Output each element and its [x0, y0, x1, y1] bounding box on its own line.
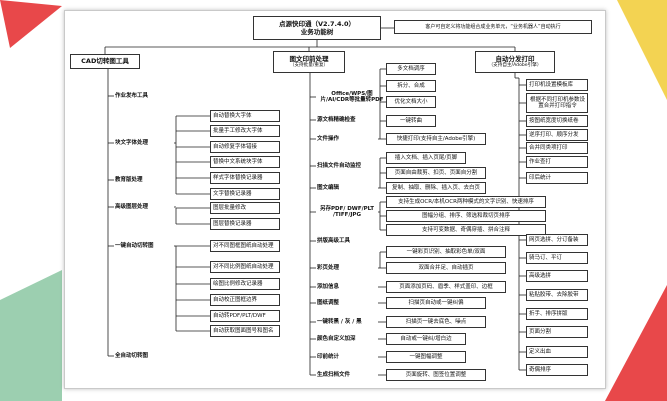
cad-header: CAD切转图工具	[70, 54, 140, 69]
print-group-9: 图纸调整	[317, 299, 340, 306]
print-item: 拆分、合成	[386, 80, 436, 92]
print-group-11: 颜色自定义加深	[317, 335, 356, 342]
auto-subtitle: （支持自主/Adobe引擎）	[488, 63, 542, 69]
cad-item: 图层替换记录器	[210, 218, 280, 230]
print-group-1: 源文档精确检查	[317, 116, 356, 123]
decor-red-top-left	[0, 0, 62, 48]
auto-item: 合并同类项打印	[526, 142, 588, 154]
cad-group-2: 教育版处理	[115, 176, 143, 183]
cad-item: 自动获取图面图号和图名	[210, 325, 280, 337]
print-header: 图文印前处理 （支持批量/重复）	[273, 51, 345, 73]
print-group-2: 文件操作	[317, 135, 340, 142]
print-item: 复制、抽取、删除、插入页、去白页	[386, 182, 486, 194]
print-item: 扫描页一键去底色、噪点	[386, 316, 486, 328]
auto-item: 逆序打印、顺序分发	[526, 129, 588, 141]
print-item: 页面旋转、图签位置调整	[386, 369, 486, 381]
auto-item: 打印机设置模板库	[526, 79, 588, 91]
auto-header: 自动分发打印 （支持自主/Adobe引擎）	[475, 51, 555, 73]
cad-item: 样式字体替换记录器	[210, 172, 280, 184]
print-item: 支持可变数据、奇偶穿插、拼合注释	[386, 224, 546, 236]
print-group-7: 彩页处理	[317, 264, 340, 271]
print-subtitle: （支持批量/重复）	[289, 63, 329, 69]
print-item: 页面自由裁剪、扣页、页面自分割	[386, 167, 486, 179]
auto-item: 印后统计	[526, 172, 588, 184]
print-item: 双面合并足、自动插页	[386, 262, 506, 274]
print-item: 图幅分组、排序、筛选和裁切页排序	[386, 210, 546, 222]
cad-group-5: 全自动切转图	[115, 352, 149, 359]
print-item: 多文档调序	[386, 63, 436, 75]
print-group-13: 生成扫档文件	[317, 371, 351, 378]
auto-item: 根据不同打印机参数设置合并打印指令	[526, 93, 588, 113]
cad-group-4: 一键自动切转图	[115, 242, 154, 249]
root-subtitle: 业务功能树	[300, 28, 334, 36]
cad-item: 图层批量修改	[210, 202, 280, 214]
customization-note: 客户可自定义将功能组合成业务单元，“业务机器人”自动执行	[394, 20, 592, 34]
auto-item: 折手、排序拼版	[526, 308, 588, 320]
cad-item: 文字替换记录器	[210, 188, 280, 200]
auto-item: 作业查打	[526, 156, 588, 168]
print-item: 快捷打印(支持自主/Adobe引擎)	[386, 133, 486, 145]
print-item: 自动或一键纠/增白边	[386, 333, 466, 345]
cad-item: 绘图比例修改记录器	[210, 278, 280, 290]
print-item: 一键图幅调整	[386, 351, 466, 363]
auto-item: 网页选拼、分订备装	[526, 234, 588, 246]
auto-item: 骑马订、平订	[526, 252, 588, 264]
auto-item: 页面分割	[526, 326, 588, 338]
print-group-8: 添加信息	[317, 283, 340, 290]
print-group-6: 拼版高级工具	[317, 237, 351, 244]
auto-item: 粘贴胶带、去除胶带	[526, 289, 588, 301]
cad-group-3: 高级图层处理	[115, 203, 149, 210]
print-item: 一键彩页识别、抽取彩色单/双面	[386, 246, 506, 258]
root-node: 点源快印通（V2.7.4.0） 业务功能树	[253, 16, 381, 40]
cad-item: 对不同图框图纸自动处理	[210, 240, 280, 252]
decor-red-bottom-right	[605, 285, 667, 401]
cad-item: 自动替换大字体	[210, 110, 280, 122]
cad-item: 替换中文系统块字体	[210, 156, 280, 168]
cad-group-0: 作业发布工具	[115, 92, 149, 99]
cad-item: 自动校正图框边界	[210, 294, 280, 306]
print-title: 图文印前处理	[289, 55, 329, 64]
auto-item: 定义出血	[526, 346, 588, 358]
cad-item: 自动修复字体错接	[210, 141, 280, 153]
auto-title: 自动分发打印	[495, 55, 535, 64]
decor-green-bottom-left	[0, 270, 62, 401]
cad-group-1: 块文字体处理	[115, 139, 149, 146]
auto-item: 奇偶排序	[526, 364, 588, 376]
print-item: 页面添加页码、眉季、样式盖印、边框	[386, 281, 506, 293]
decor-yellow-top-right	[617, 0, 667, 100]
print-group-4: 图文编辑	[317, 184, 340, 191]
print-group-10: 一键转黑 / 灰 / 黑	[317, 318, 362, 325]
print-group-3: 扫描文件自动监控	[317, 162, 362, 169]
cad-item: 自动转PDF/PLT/DWF	[210, 310, 280, 322]
print-item: 扫描页自动或一键纠偏	[386, 297, 486, 309]
cad-item: 批量手工修改大字体	[210, 125, 280, 137]
print-item: 优化文档大小	[386, 96, 436, 108]
print-group-5: 另存PDF/ DWF/PLT /TIFF/JPG	[319, 205, 375, 219]
auto-item: 高级选拼	[526, 270, 588, 282]
print-item: 插入文档、插入页尾/页脚	[386, 152, 466, 164]
cad-item: 对不同比例图纸自动处理	[210, 261, 280, 273]
print-group-12: 印前统计	[317, 353, 340, 360]
root-title: 点源快印通（V2.7.4.0）	[278, 20, 356, 28]
auto-item: 按图纸宽度切换纸卷	[526, 115, 588, 127]
print-group-0: Office/WPS/图片/AI/CDR等批量转PDF	[320, 90, 384, 104]
print-item: 一键转曲	[386, 115, 436, 127]
print-item: 支持生成OCR/本机OCR两种模式的文字识别、快速排序	[386, 196, 546, 208]
